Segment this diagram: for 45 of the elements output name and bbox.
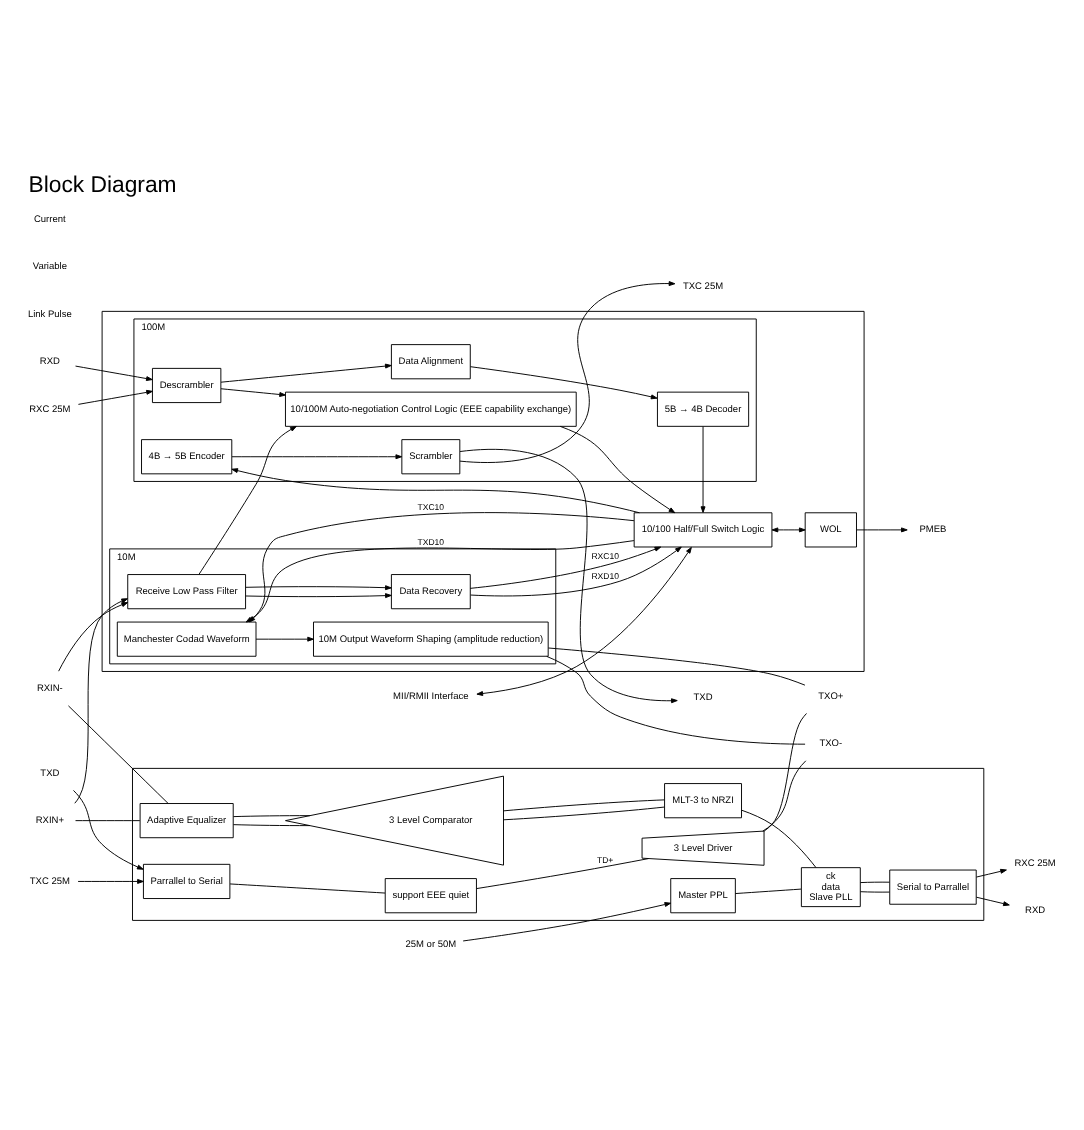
arrow — [231, 453, 403, 459]
arrow — [220, 362, 392, 382]
connector — [476, 857, 650, 889]
connector — [503, 805, 665, 820]
arrow — [469, 545, 662, 588]
connector — [741, 808, 817, 867]
arrow — [74, 597, 128, 803]
arrow — [75, 364, 153, 381]
connector — [734, 887, 802, 894]
arrow — [462, 901, 672, 941]
arrow — [245, 592, 392, 598]
arrow — [975, 867, 1007, 877]
arrow — [470, 545, 682, 596]
arrow — [198, 424, 297, 574]
connector — [233, 814, 311, 817]
arrow — [245, 584, 392, 590]
arrow — [255, 635, 314, 641]
diagram-title: Block Diagram — [28, 172, 177, 197]
arrow — [559, 424, 676, 513]
connector — [229, 882, 386, 893]
arrow — [856, 526, 908, 532]
arrow — [77, 877, 144, 883]
arrow — [771, 526, 806, 532]
connector — [233, 823, 311, 826]
arrow — [470, 365, 658, 399]
arrow — [476, 545, 692, 695]
cluster — [101, 309, 865, 671]
connector — [860, 880, 890, 883]
connector — [547, 646, 806, 685]
connector — [67, 704, 169, 803]
connector — [762, 759, 807, 831]
arrow — [58, 601, 129, 671]
arrow — [459, 280, 676, 462]
arrow — [77, 388, 153, 404]
connector — [503, 798, 665, 811]
connector — [546, 654, 806, 744]
arrow — [700, 425, 706, 512]
arrow — [220, 387, 286, 396]
arrow — [975, 895, 1010, 906]
connector — [860, 890, 890, 892]
connector — [75, 819, 141, 821]
arrow — [231, 467, 640, 513]
connector — [763, 711, 807, 831]
arrow — [459, 447, 678, 703]
arrow — [73, 788, 144, 869]
